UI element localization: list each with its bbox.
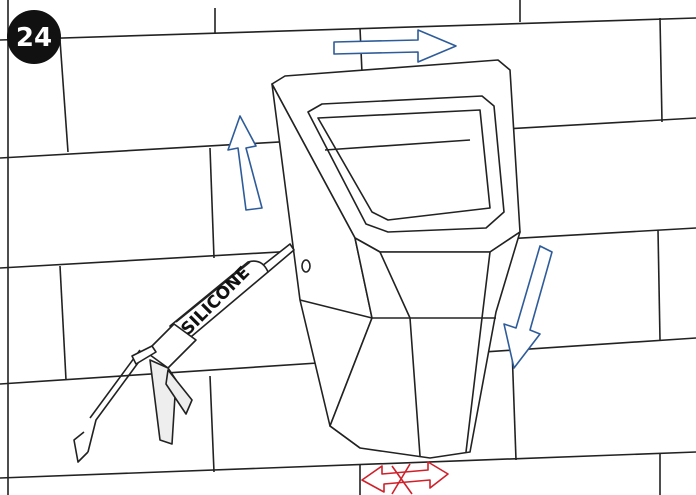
arrow-down-icon [503,245,553,369]
step-number: 24 [16,23,52,53]
silicone-gun [73,243,295,463]
silicone-tube-label: SILICONE [177,263,254,340]
urinal [271,59,521,459]
step-number-badge: 24 [7,10,61,64]
arrow-right-icon [333,29,457,63]
arrow-up-icon [227,115,263,211]
crossed-double-arrow-icon [361,461,449,495]
